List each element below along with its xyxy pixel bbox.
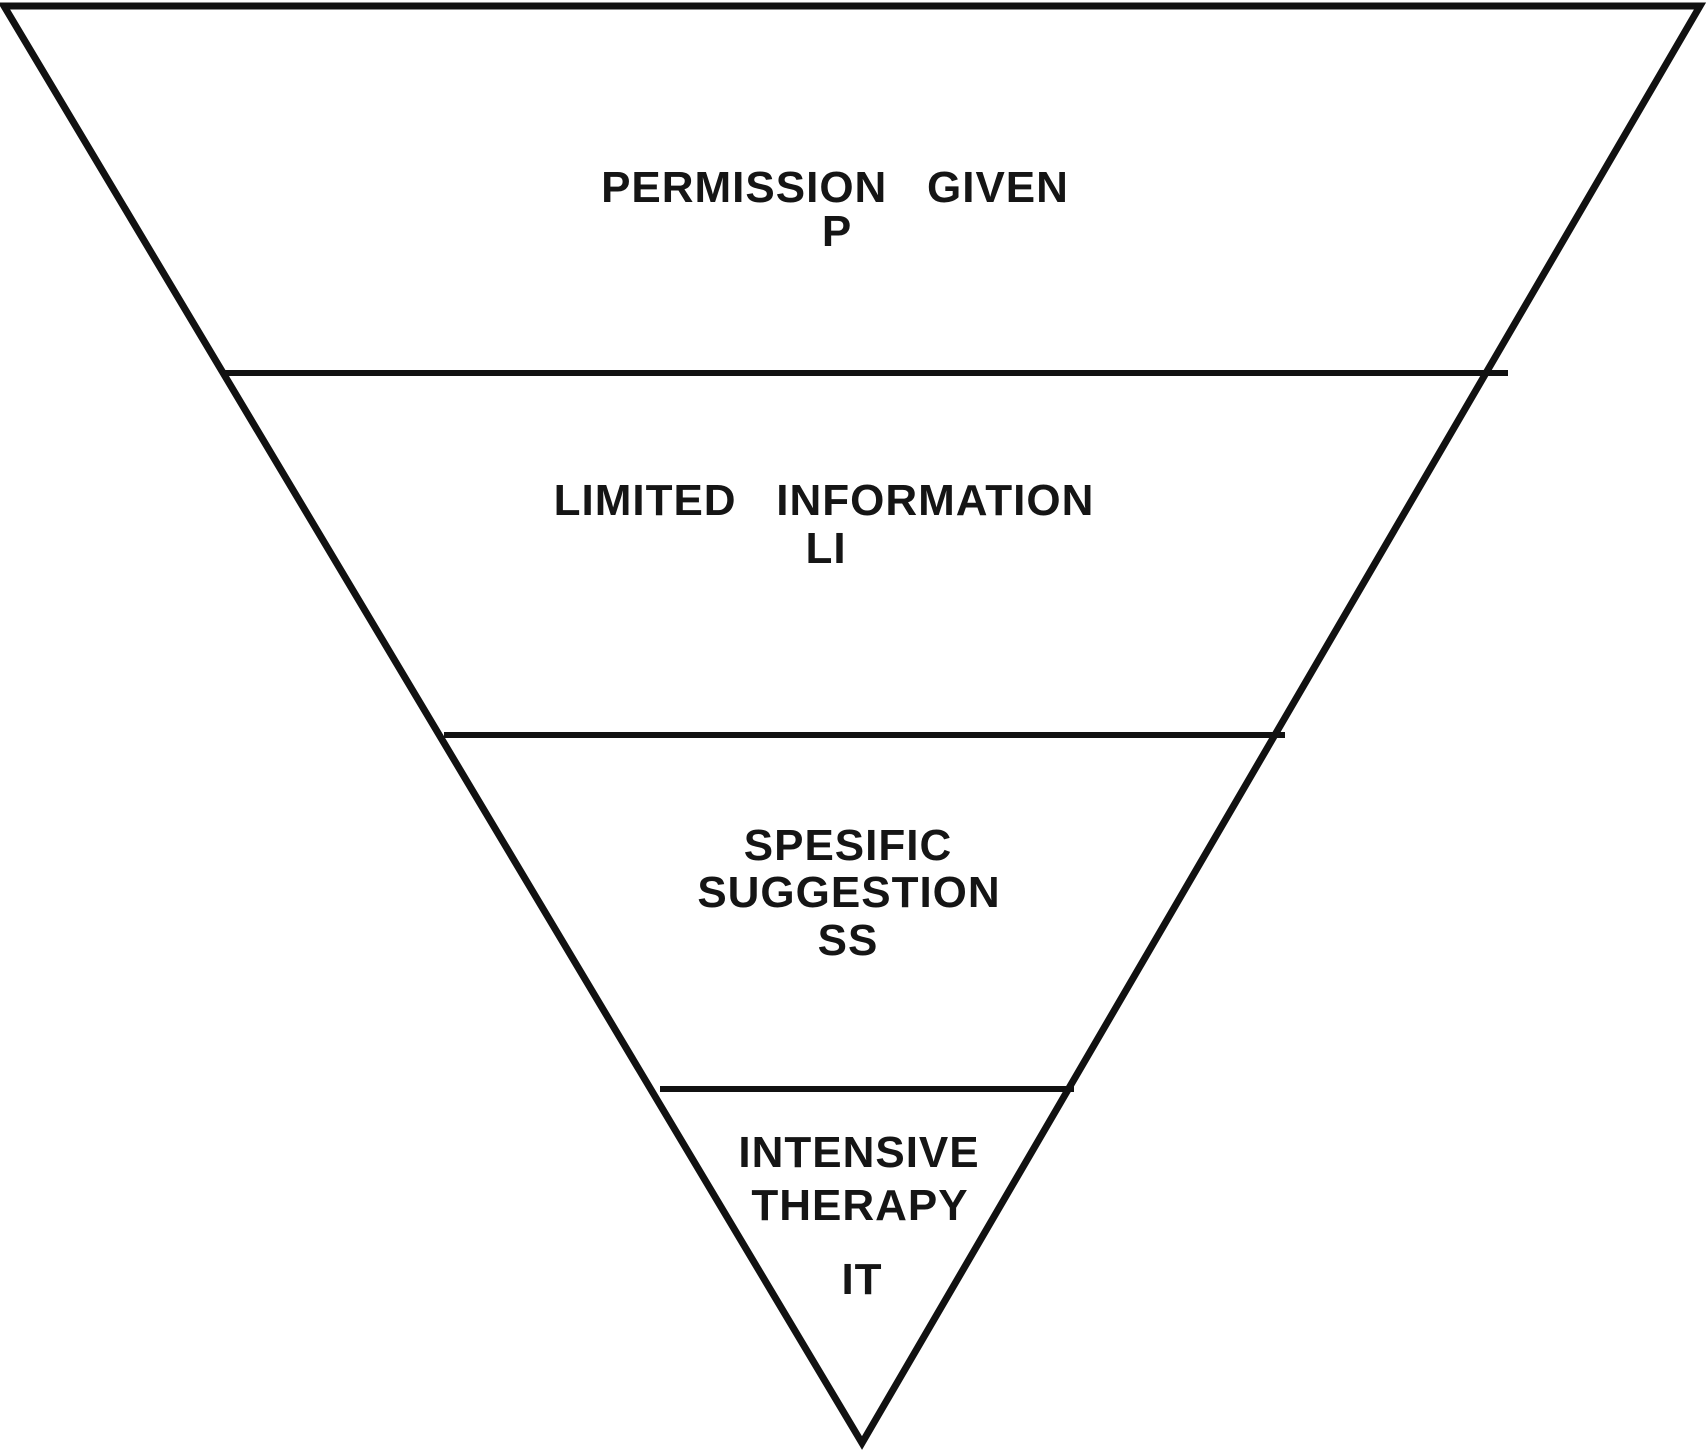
- level-limited-information: LIMITED INFORMATION LI: [554, 476, 1095, 573]
- level-permission-given: PERMISSION GIVEN P: [601, 163, 1069, 256]
- level-2-abbreviation: LI: [805, 524, 846, 573]
- level-3-abbreviation: SS: [818, 916, 879, 965]
- level-4-line-2: THERAPY: [751, 1181, 968, 1230]
- level-2-line-1: LIMITED INFORMATION: [554, 476, 1095, 525]
- level-1-abbreviation: P: [822, 207, 852, 256]
- level-3-line-2: SUGGESTION: [697, 868, 1000, 917]
- level-4-abbreviation: IT: [841, 1255, 882, 1304]
- level-intensive-therapy: INTENSIVE THERAPY IT: [738, 1128, 979, 1304]
- level-1-line-1: PERMISSION GIVEN: [601, 163, 1069, 212]
- level-specific-suggestion: SPESIFIC SUGGESTION SS: [697, 821, 1000, 965]
- level-3-line-1: SPESIFIC: [744, 821, 953, 870]
- level-4-line-1: INTENSIVE: [738, 1128, 979, 1177]
